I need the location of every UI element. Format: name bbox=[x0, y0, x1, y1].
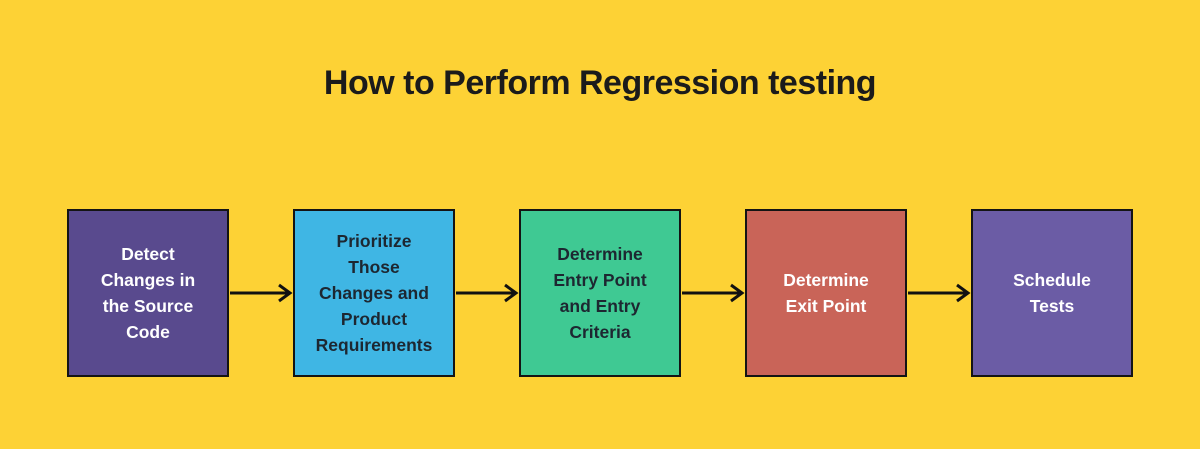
arrow-right-icon bbox=[908, 283, 971, 303]
page-title: How to Perform Regression testing bbox=[323, 64, 877, 102]
step-prioritize-changes: Prioritize Those Changes and Product Req… bbox=[293, 209, 455, 377]
arrow-right-icon bbox=[230, 283, 293, 303]
step-label: Determine Exit Point bbox=[783, 270, 869, 316]
step-determine-exit-point: Determine Exit Point bbox=[745, 209, 907, 377]
arrow-right-icon bbox=[456, 283, 519, 303]
step-schedule-tests: Schedule Tests bbox=[971, 209, 1133, 377]
step-label: Schedule Tests bbox=[1013, 270, 1091, 316]
arrow-right-icon bbox=[682, 283, 745, 303]
step-determine-entry-point: Determine Entry Point and Entry Criteria bbox=[519, 209, 681, 377]
step-detect-changes: Detect Changes in the Source Code bbox=[67, 209, 229, 377]
flowchart: Detect Changes in the Source Code Priori… bbox=[0, 209, 1200, 377]
step-label: Determine Entry Point and Entry Criteria bbox=[553, 244, 647, 342]
step-label: Detect Changes in the Source Code bbox=[100, 244, 196, 342]
step-label: Prioritize Those Changes and Product Req… bbox=[315, 231, 433, 355]
